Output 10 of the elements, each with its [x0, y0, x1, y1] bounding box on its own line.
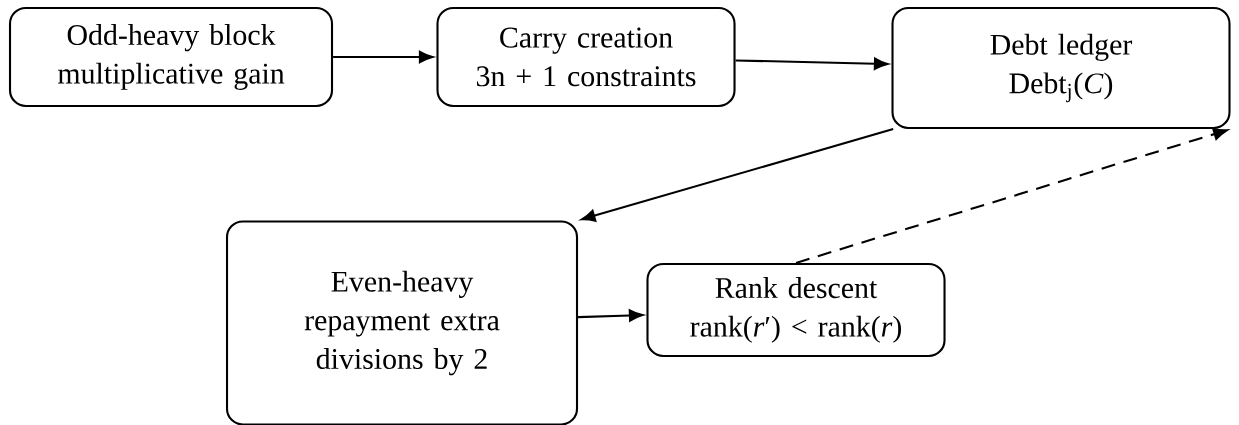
- process-box: Even-heavy repayment extra divisions by 2: [225, 220, 579, 425]
- process-box: Rank descent rank(r′) < rank(r): [646, 262, 946, 358]
- arrow: [333, 50, 434, 64]
- process-box: Debt ledger Debt$_{j}$(C): [891, 6, 1231, 130]
- arrow: [735, 57, 889, 70]
- arrow: [795, 127, 1228, 264]
- process-box: Carry creation 3n + 1 constraints: [436, 6, 736, 108]
- process-box: Odd-heavy block multiplicative gain: [8, 6, 334, 108]
- arrow: [578, 309, 644, 322]
- arrow: [580, 128, 894, 222]
